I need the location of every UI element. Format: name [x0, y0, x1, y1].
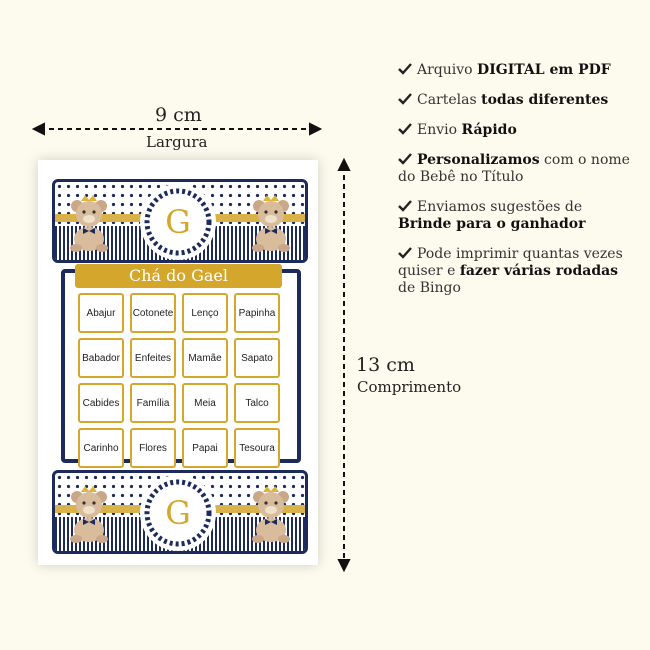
feature-item: Cartelas todas diferentes — [398, 92, 638, 109]
bingo-cell: Talco — [234, 383, 280, 423]
checkmark-icon — [398, 247, 412, 259]
bingo-cell: Cabides — [78, 383, 124, 423]
bingo-cell: Mamãe — [182, 338, 228, 378]
monogram-letter: G — [165, 494, 191, 532]
checkmark-icon — [398, 200, 412, 212]
bingo-cell: Babador — [78, 338, 124, 378]
feature-item: Enviamos sugestões de Brinde para o ganh… — [398, 199, 638, 233]
feature-highlight: DIGITAL em PDF — [477, 62, 611, 78]
feature-highlight: todas diferentes — [481, 92, 609, 108]
feature-highlight: Rápido — [461, 122, 517, 138]
feature-item: Envio Rápido — [398, 122, 638, 139]
teddy-bear-icon — [252, 486, 290, 543]
bingo-cell: Sapato — [234, 338, 280, 378]
feature-highlight: fazer várias rodadas — [459, 263, 619, 279]
bingo-cell: Papinha — [234, 293, 280, 333]
bingo-cell: Papai — [182, 428, 228, 468]
feature-highlight: Personalizamos — [417, 152, 540, 168]
checkmark-icon — [398, 93, 412, 105]
monogram-letter: G — [165, 203, 191, 241]
feature-text: Cartelas — [417, 92, 482, 108]
bingo-cell: Cotonete — [130, 293, 176, 333]
feature-item: Pode imprimir quantas vezes quiser e faz… — [398, 246, 638, 297]
bingo-cell: Tesoura — [234, 428, 280, 468]
feature-list: Arquivo DIGITAL em PDF Cartelas todas dif… — [398, 62, 638, 310]
laurel-wreath-icon: G — [140, 184, 216, 260]
feature-item: Personalizamos com o nome do Bebê no Tít… — [398, 152, 638, 186]
checkmark-icon — [398, 153, 412, 165]
top-banner: G — [52, 179, 308, 263]
feature-text: de Bingo — [398, 280, 461, 296]
teddy-bear-icon — [252, 195, 290, 252]
width-arrow-icon — [31, 122, 323, 136]
height-measurement: 13 cm — [356, 354, 415, 376]
bingo-cell: Família — [130, 383, 176, 423]
feature-text: Arquivo — [417, 62, 478, 78]
width-label: Largura — [146, 133, 208, 151]
feature-text: Pode imprimir quantas vezes quiser e — [398, 246, 623, 279]
bingo-cell: Carinho — [78, 428, 124, 468]
height-label: Comprimento — [357, 378, 462, 396]
checkmark-icon — [398, 123, 412, 135]
bottom-banner: G — [52, 470, 308, 554]
laurel-wreath-icon: G — [140, 475, 216, 551]
width-measurement: 9 cm — [155, 104, 202, 126]
checkmark-icon — [398, 63, 412, 75]
feature-item: Arquivo DIGITAL em PDF — [398, 62, 638, 79]
teddy-bear-icon — [70, 195, 108, 252]
bingo-cell: Meia — [182, 383, 228, 423]
feature-text: Envio — [417, 122, 462, 138]
teddy-bear-icon — [70, 486, 108, 543]
bingo-cell: Flores — [130, 428, 176, 468]
feature-highlight: Brinde para o ganhador — [398, 216, 586, 232]
card-title: Chá do Gael — [75, 264, 282, 288]
bingo-cell: Enfeites — [130, 338, 176, 378]
bingo-cell: Lenço — [182, 293, 228, 333]
feature-text: com o nome do Bebê no Título — [398, 152, 630, 185]
feature-text: Enviamos sugestões de — [417, 199, 583, 215]
height-arrow-icon — [337, 157, 351, 573]
bingo-cell: Abajur — [78, 293, 124, 333]
